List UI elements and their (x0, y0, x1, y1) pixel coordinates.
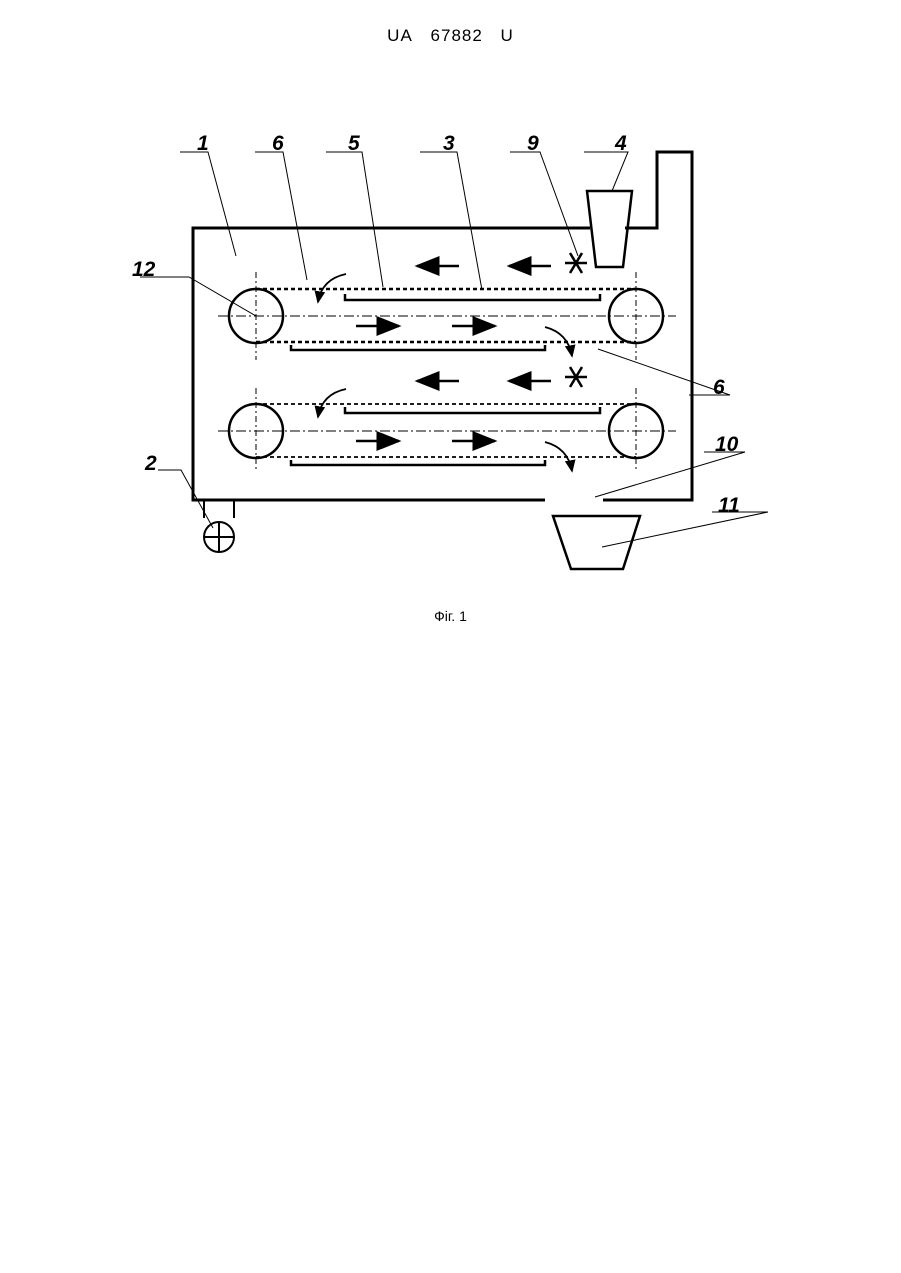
label-3: 3 (443, 132, 455, 155)
label-2: 2 (144, 452, 157, 475)
discharge-hopper (553, 516, 640, 569)
upper-plate-top (345, 294, 600, 300)
lower-conveyor (218, 388, 676, 472)
label-9: 9 (527, 132, 539, 155)
label-1: 1 (197, 132, 209, 155)
figure-caption: Фіг. 1 (0, 608, 901, 624)
label-5: 5 (348, 132, 360, 155)
label-6-top: 6 (272, 132, 284, 155)
heater-icon (565, 367, 587, 387)
label-11: 11 (718, 494, 740, 517)
reference-numerals: 1 6 5 3 9 4 12 6 2 10 11 (132, 132, 740, 517)
upper-plate-bottom (291, 345, 545, 350)
curved-arrow (318, 389, 346, 417)
lower-plate-top (345, 407, 600, 413)
label-4: 4 (614, 132, 627, 155)
label-6-right: 6 (713, 376, 725, 399)
label-10: 10 (715, 433, 739, 456)
airflow-arrows (356, 266, 551, 441)
fan-icon (204, 522, 234, 552)
lower-plate-bottom (291, 460, 545, 465)
label-12: 12 (132, 258, 156, 281)
upper-conveyor (218, 272, 676, 360)
heater-icon (565, 253, 587, 273)
